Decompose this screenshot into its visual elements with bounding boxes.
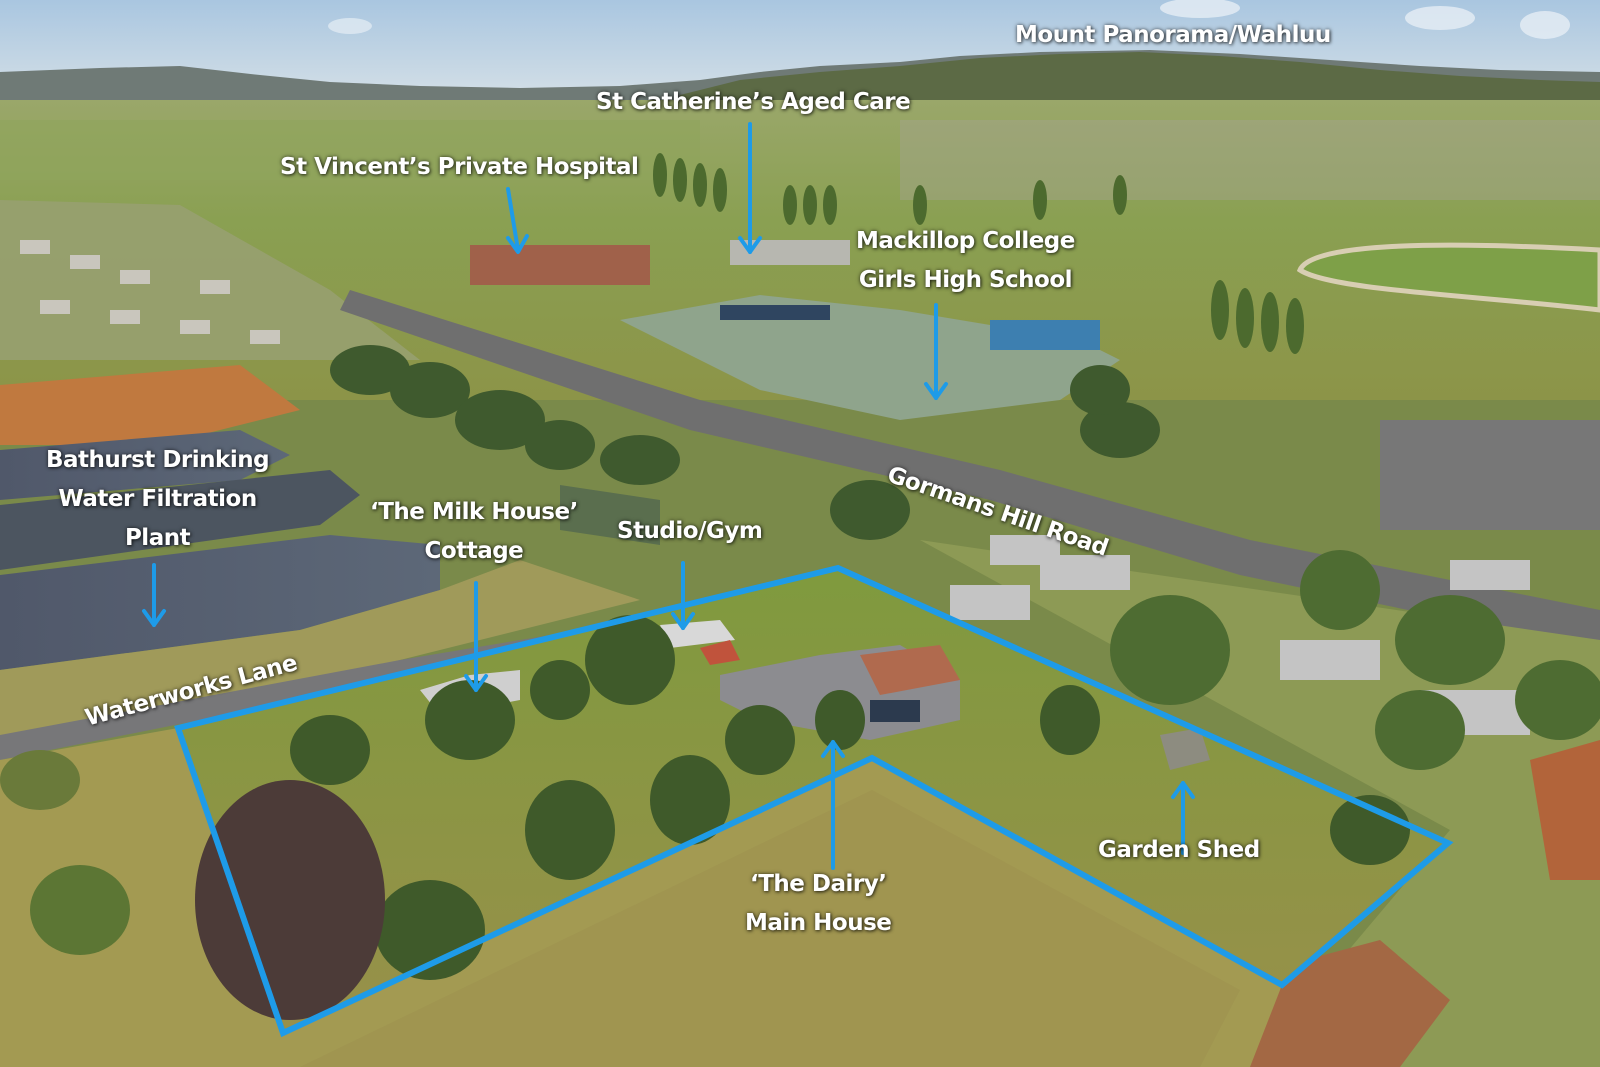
label-milk-house: ‘The Milk House’ Cottage: [370, 493, 578, 571]
label-dairy-main-house: ‘The Dairy’ Main House: [745, 865, 892, 943]
label-line-1: ‘The Milk House’: [370, 499, 578, 525]
label-line-2: Main House: [745, 910, 892, 936]
label-garden-shed: Garden Shed: [1098, 831, 1260, 870]
arrow-st-catherines-icon: [738, 122, 762, 254]
arrow-studio-icon: [671, 561, 695, 630]
property-boundary-outline: [174, 564, 1454, 1038]
arrow-dairy-icon: [821, 740, 845, 870]
arrow-garden-shed-icon: [1171, 781, 1195, 855]
label-line-1: ‘The Dairy’: [749, 871, 887, 897]
label-studio-gym: Studio/Gym: [617, 512, 763, 551]
label-text: Studio/Gym: [617, 518, 763, 544]
arrow-mackillop-icon: [924, 303, 948, 400]
label-text: Garden Shed: [1098, 837, 1260, 863]
arrow-milk-house-icon: [464, 581, 488, 692]
arrow-st-vincents-icon: [506, 187, 529, 254]
label-text: St Catherine’s Aged Care: [596, 89, 911, 115]
label-line-2: Girls High School: [858, 267, 1073, 293]
label-line-2: Water Filtration: [58, 486, 257, 512]
label-line-2: Cottage: [424, 538, 524, 564]
label-text: Mount Panorama/Wahluu: [1015, 22, 1331, 48]
arrow-filtration-plant-icon: [142, 563, 166, 627]
label-filtration-plant: Bathurst Drinking Water Filtration Plant: [46, 441, 270, 558]
label-st-catherines: St Catherine’s Aged Care: [596, 83, 911, 122]
label-line-1: Bathurst Drinking: [46, 447, 270, 473]
label-mackillop-college: Mackillop College Girls High School: [856, 222, 1075, 300]
label-line-1: Mackillop College: [856, 228, 1075, 254]
label-line-3: Plant: [124, 525, 191, 551]
label-text: St Vincent’s Private Hospital: [280, 154, 639, 180]
label-st-vincents: St Vincent’s Private Hospital: [280, 148, 639, 187]
label-mount-panorama: Mount Panorama/Wahluu: [1015, 16, 1331, 55]
